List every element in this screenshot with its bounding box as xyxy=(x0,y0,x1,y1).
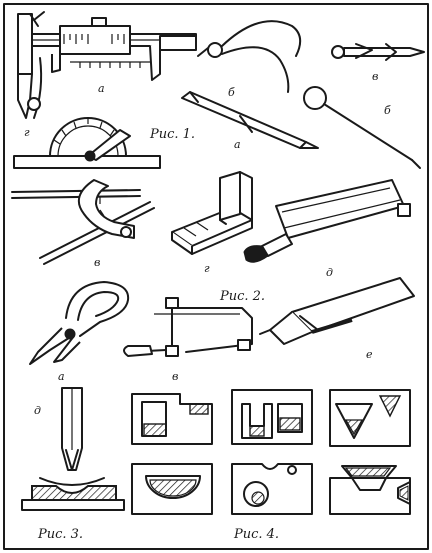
plate-frame xyxy=(3,3,429,550)
angle-square: г xyxy=(171,171,253,275)
caption-fig3: Рис. 3. xyxy=(37,527,83,542)
label-fig1-b2: б xyxy=(384,104,391,117)
fret-saw: в xyxy=(123,297,253,383)
label-fig2-e: е xyxy=(366,348,373,361)
label-bottom-v: в xyxy=(172,370,178,383)
section-5 xyxy=(231,463,313,515)
spring-dividers: в xyxy=(331,43,425,83)
label-fig1-g: г xyxy=(24,126,30,139)
loop-scriber: б xyxy=(303,86,421,169)
section-2 xyxy=(231,389,313,445)
tin-snips: а xyxy=(29,281,130,383)
label-fig1-v2: в xyxy=(94,256,100,269)
section-3 xyxy=(329,389,411,447)
label-fig1-v1: в xyxy=(372,70,378,83)
label-fig1-b1: б xyxy=(228,86,235,99)
label-bottom-a: а xyxy=(58,370,65,383)
caption-fig4: Рис. 4. xyxy=(233,527,279,542)
vernier-caliper: а xyxy=(17,11,197,119)
label-fig3-d: д xyxy=(34,404,41,417)
section-1 xyxy=(131,393,213,445)
label-fig2-g: г xyxy=(204,262,210,275)
inside-calipers: б xyxy=(197,20,302,99)
caption-fig2: Рис. 2. xyxy=(219,289,265,304)
protractor: г xyxy=(13,117,161,169)
hacksaw: д xyxy=(243,179,411,279)
label-fig1-a2: а xyxy=(234,138,241,151)
section-6 xyxy=(329,465,411,515)
label-fig1-a: а xyxy=(98,82,105,95)
section-4 xyxy=(131,463,213,515)
bevel-square: в xyxy=(11,179,155,269)
caption-fig1: Рис. 1. xyxy=(149,127,195,142)
punch-on-plate: д xyxy=(21,387,125,511)
scriber: а xyxy=(181,91,319,151)
label-fig2-d: д xyxy=(326,266,333,279)
cold-chisel: е xyxy=(259,277,415,361)
